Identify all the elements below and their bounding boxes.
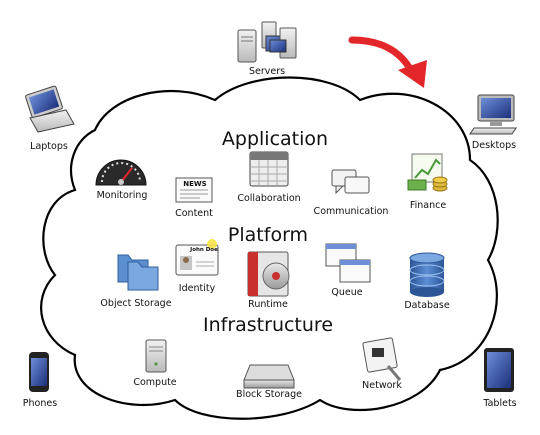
desktop-icon: [469, 94, 517, 135]
red-arrow-icon: [348, 36, 427, 88]
finance-chart-icon: [407, 153, 448, 192]
object-storage-label: Object Storage: [100, 298, 172, 309]
database-cylinder-icon: [409, 252, 445, 297]
content-news-text: NEWS: [183, 180, 207, 188]
tablet-icon: [484, 348, 514, 392]
communication-label: Communication: [313, 206, 389, 217]
compute-server-icon: [145, 339, 167, 373]
desktops-label: Desktops: [471, 140, 517, 151]
runtime-disc-icon: [247, 251, 290, 297]
queue-label: Queue: [331, 287, 363, 298]
servers-icon: [237, 21, 297, 63]
runtime-label: Runtime: [248, 299, 288, 310]
phone-icon: [29, 352, 49, 392]
application-layer-title: Application: [221, 128, 329, 150]
collaboration-label: Collaboration: [237, 193, 301, 204]
monitoring-gauge-icon: [95, 159, 147, 186]
compute-label: Compute: [133, 377, 177, 388]
database-label: Database: [404, 300, 450, 311]
monitoring-label: Monitoring: [96, 190, 148, 201]
tablets-label: Tablets: [483, 398, 517, 409]
identity-card-icon: [175, 239, 219, 276]
identity-card-name: John Doe: [190, 247, 218, 253]
communication-bubbles-icon: [331, 169, 370, 195]
infrastructure-layer-title: Infrastructure: [202, 314, 334, 336]
identity-label: Identity: [178, 283, 216, 294]
laptop-icon: [25, 85, 75, 133]
block-storage-label: Block Storage: [236, 389, 302, 400]
network-port-icon: [362, 337, 402, 381]
queue-windows-icon: [325, 243, 371, 283]
block-storage-drive-icon: [243, 364, 295, 389]
object-storage-folder-icon: [117, 254, 159, 291]
content-news-icon: [175, 177, 213, 203]
laptops-label: Laptops: [30, 141, 68, 152]
collaboration-calendar-icon: [249, 151, 289, 187]
content-label: Content: [175, 208, 213, 219]
platform-layer-title: Platform: [227, 224, 309, 246]
phones-label: Phones: [22, 398, 58, 409]
network-label: Network: [362, 380, 402, 391]
cloud-outline: [40, 76, 499, 420]
finance-label: Finance: [409, 200, 447, 211]
servers-label: Servers: [248, 66, 286, 77]
